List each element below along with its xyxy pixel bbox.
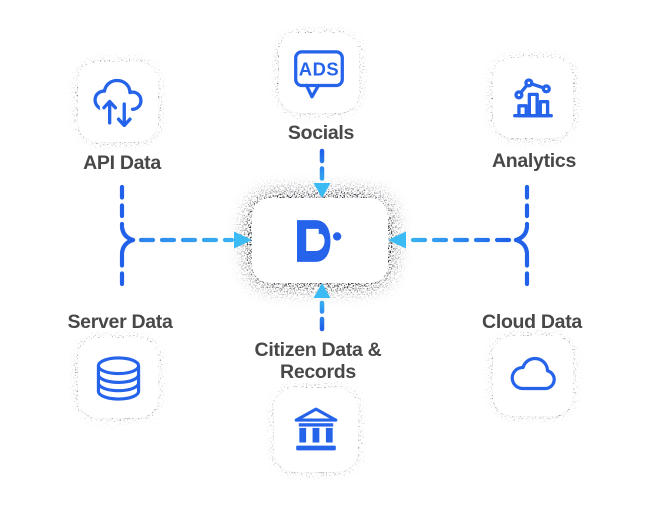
database-icon: [96, 355, 140, 401]
bar-line-chart-icon: [513, 78, 553, 118]
node-api-data: [78, 62, 158, 142]
d-dot-logo: [297, 219, 342, 262]
connector-bottom: [313, 283, 331, 332]
node-citizen-data: [274, 388, 358, 472]
arrow-left-icon: [388, 231, 406, 249]
hub-box: [252, 198, 388, 283]
arrow-up-icon: [313, 283, 331, 298]
connector-top: [313, 148, 331, 198]
cloud-icon: [510, 356, 556, 391]
ads-speech-bubble-icon: ADS: [294, 50, 344, 99]
node-cloud-data: [493, 336, 573, 416]
node-label-cloud-data: Cloud Data: [482, 311, 582, 333]
arrow-down-icon: [313, 183, 331, 198]
node-label-socials: Socials: [287, 122, 355, 144]
arrow-right-icon: [234, 231, 252, 249]
connector-right: [388, 184, 530, 294]
node-label-analytics: Analytics: [491, 150, 577, 172]
node-label-server-data: Server Data: [67, 311, 173, 333]
connector-left: [119, 184, 252, 294]
ads-text: ADS: [299, 59, 340, 80]
node-label-citizen-data: Citizen Data & Records: [254, 339, 382, 383]
node-server-data: [78, 338, 158, 418]
bank-building-icon: [294, 407, 338, 451]
node-analytics: [493, 58, 573, 138]
node-label-api-data: API Data: [83, 152, 161, 174]
node-socials: ADS: [279, 33, 359, 113]
cloud-transfer-icon: [93, 78, 143, 127]
